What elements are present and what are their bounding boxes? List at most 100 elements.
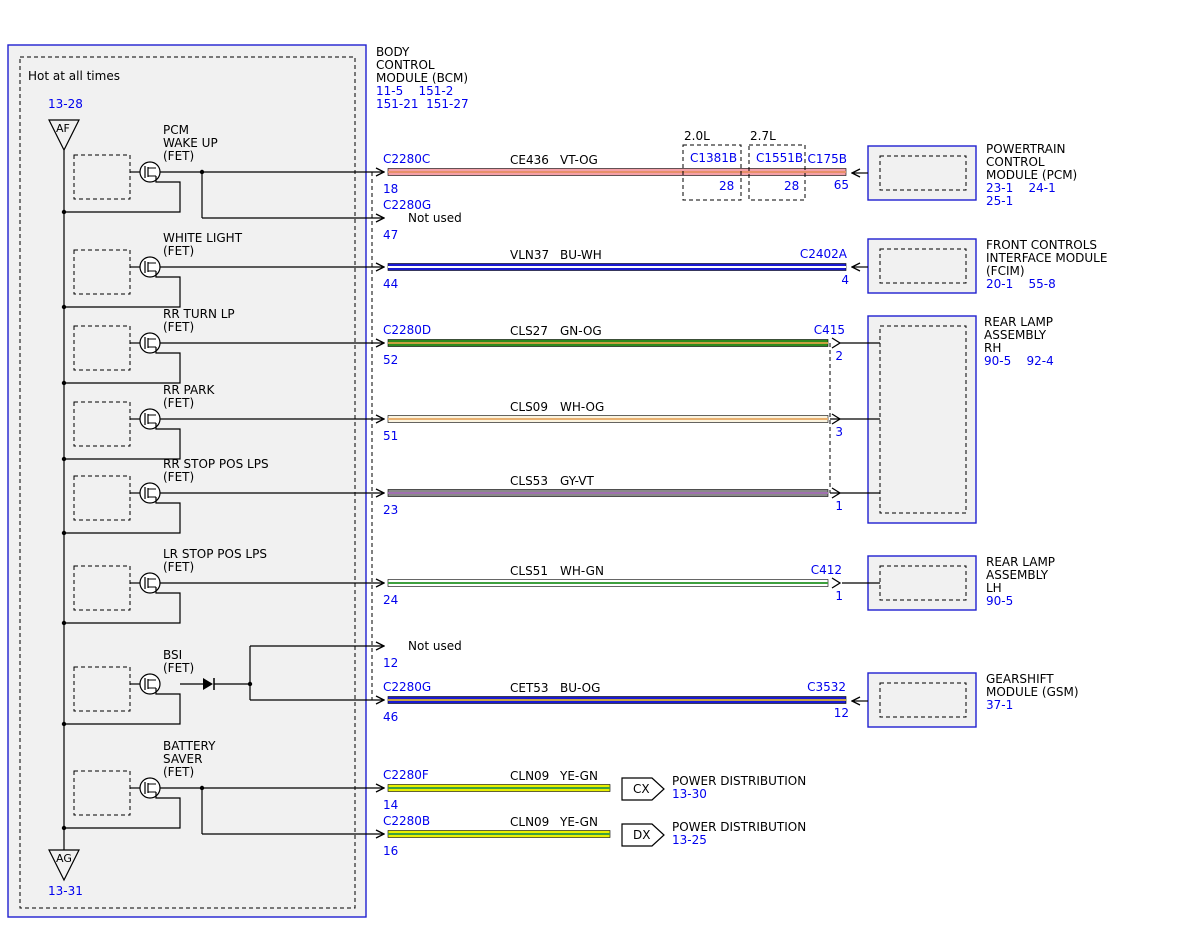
fet-block: RR STOP POS LPS(FET) (61, 457, 269, 536)
fet-label: WAKE UP (163, 136, 218, 150)
diode-icon (203, 678, 213, 690)
inline-connectors: 2.0L 2.7L C1381B C1551B 28 28 (682, 129, 806, 201)
pd-ref: 13-30 (672, 787, 707, 801)
fet-icon (139, 482, 161, 504)
circuit-id: CE436 (510, 153, 549, 167)
fet-label: RR PARK (163, 383, 216, 397)
inline-connector-id: C1551B (756, 151, 803, 165)
far-connector-id: C3532 (807, 680, 846, 694)
connector-triangle-icon (48, 119, 80, 152)
fet-label: SAVER (163, 752, 202, 766)
module-label: (FCIM) (986, 264, 1025, 278)
connector-id: C2280G (383, 680, 431, 694)
fet-label: (FET) (163, 765, 194, 779)
circuit-id: CLS51 (510, 564, 548, 578)
pin-number: 47 (383, 228, 398, 242)
circuit-id: VLN37 (510, 248, 549, 262)
pd-label: POWER DISTRIBUTION (672, 774, 806, 788)
fet-icon (139, 777, 161, 799)
module-label: RH (984, 341, 1001, 355)
pin-number: 52 (383, 353, 398, 367)
pd-label: POWER DISTRIBUTION (672, 820, 806, 834)
inline-connector-box (748, 144, 806, 201)
wire-color-code: GY-VT (560, 474, 594, 488)
wire-color-code: BU-OG (560, 681, 600, 695)
module-label: LH (986, 581, 1002, 595)
fet-label: (FET) (163, 244, 194, 258)
fet-icon (139, 408, 161, 430)
power-distribution-cx: CX POWER DISTRIBUTION 13-30 (621, 774, 806, 801)
pd-tag: DX (633, 828, 650, 842)
bcm-inner-outline (19, 56, 356, 909)
module-label: REAR LAMP (986, 555, 1055, 569)
far-pin-number: 65 (834, 178, 849, 192)
fet-label: WHITE LIGHT (163, 231, 243, 245)
pin-number: 12 (383, 656, 398, 670)
bcm-outline (7, 44, 367, 918)
circuit-id: CLS27 (510, 324, 548, 338)
inline-pin: 28 (719, 179, 734, 193)
wire-stripe (388, 833, 610, 835)
bottom-connector-label: AG (56, 852, 72, 865)
module-refs: 37-1 (986, 698, 1013, 712)
module-label: ASSEMBLY (986, 568, 1049, 582)
pin-number: 18 (383, 182, 398, 196)
fet-label: (FET) (163, 470, 194, 484)
not-used-note: Not used (408, 211, 462, 225)
inline-variant: 2.7L (750, 129, 776, 143)
far-connector-id: C415 (814, 323, 845, 337)
module-refs: 20-1 55-8 (986, 277, 1056, 291)
fet-label: (FET) (163, 320, 194, 334)
top-connector-label: AF (56, 122, 70, 135)
power-distribution-dx: DX POWER DISTRIBUTION 13-25 (621, 820, 806, 847)
pd-tag: CX (633, 782, 650, 796)
fet-icon (139, 161, 161, 183)
far-connector-id: C175B (807, 152, 847, 166)
bcm-label: BODY CONTROL MODULE (BCM) 11-5 151-2 151… (376, 45, 469, 111)
pin-number: 51 (383, 429, 398, 443)
module-refs: 90-5 92-4 (984, 354, 1054, 368)
module-label: INTERFACE MODULE (986, 251, 1107, 265)
fet-driver-box (73, 154, 131, 200)
wire-stripe (388, 582, 828, 584)
bcm-label-line: MODULE (BCM) (376, 71, 468, 85)
module-label: MODULE (GSM) (986, 685, 1079, 699)
pin-number: 23 (383, 503, 398, 517)
far-pin-number: 2 (835, 349, 843, 363)
pin-number: 44 (383, 277, 398, 291)
inline-connector-box (682, 144, 742, 201)
far-pin-number: 12 (834, 706, 849, 720)
fet-label: PCM (163, 123, 189, 137)
fet-driver-box (73, 401, 131, 447)
module-label: POWERTRAIN (986, 142, 1066, 156)
fet-label: LR STOP POS LPS (163, 547, 267, 561)
wire-color-code: YE-GN (559, 815, 598, 829)
module-refs: 25-1 (986, 194, 1013, 208)
circuit-id: CET53 (510, 681, 549, 695)
bottom-ref: 13-31 (48, 884, 83, 898)
bcm-label-line: CONTROL (376, 58, 435, 72)
not-used-note: Not used (408, 639, 462, 653)
fet-driver-box (73, 565, 131, 611)
connector-id: C2280C (383, 152, 430, 166)
wire-stripe (388, 492, 828, 494)
pin-number: 16 (383, 844, 398, 858)
connector-id: C2280F (383, 768, 429, 782)
inline-pin: 28 (784, 179, 799, 193)
far-connector-id: C412 (811, 563, 842, 577)
module-rear-lamp-lh: REAR LAMP ASSEMBLY LH 90-5 (842, 555, 1055, 611)
module-label: FRONT CONTROLS (986, 238, 1097, 252)
module-label: REAR LAMP (984, 315, 1053, 329)
bsi-diode-branch (180, 646, 384, 700)
far-pin-number: 1 (835, 589, 843, 603)
